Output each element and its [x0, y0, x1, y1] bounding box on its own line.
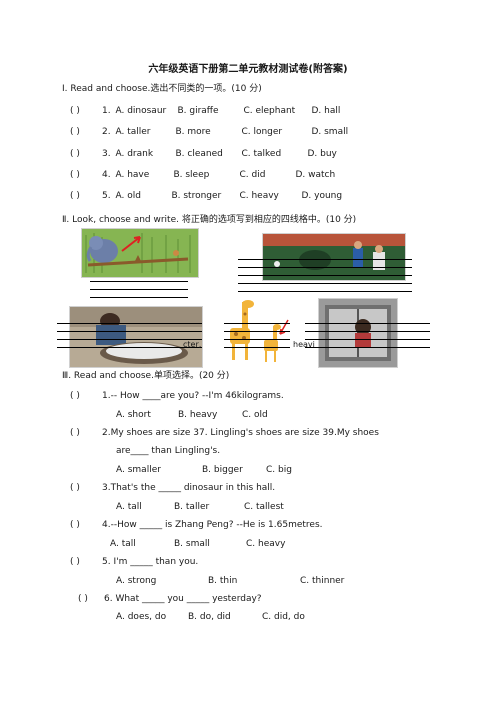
- writing-line: [305, 323, 430, 324]
- writing-line: [238, 275, 412, 276]
- s3-question-2-cont: are____ than Lingling's.: [116, 446, 221, 456]
- writing-line: [224, 331, 290, 332]
- s3-question-3: ( )3.That's the _____ dinosaur in this h…: [70, 483, 276, 493]
- writing-line: [305, 339, 430, 340]
- writing-line: [238, 259, 412, 260]
- giraffes-illustration: [230, 300, 289, 362]
- writing-line: [305, 331, 430, 332]
- writing-line: [305, 347, 430, 348]
- picture-elephant-seesaw: [81, 228, 199, 278]
- soccer-illustration: [263, 234, 405, 280]
- writing-line: [57, 331, 202, 332]
- section2-heading: Ⅱ. Look, choose and write. 将正确的选项写到相应的四线…: [62, 215, 357, 225]
- s3-question-6: ( )6. What _____ you _____ yesterday?: [78, 594, 262, 604]
- s3-question-2: ( )2.My shoes are size 37. Lingling's sh…: [70, 428, 379, 438]
- section1-heading: Ⅰ. Read and choose.选出不同类的一项。(10 分): [62, 84, 262, 94]
- writing-line: [90, 289, 188, 290]
- writing-line: [224, 347, 290, 348]
- writing-line: [90, 297, 188, 298]
- section3-heading: Ⅲ. Read and choose.单项选择。(20 分): [62, 371, 230, 381]
- window-illustration: [319, 299, 397, 367]
- partial-word-1: cter,: [183, 340, 202, 349]
- writing-line: [57, 323, 202, 324]
- picture-soccer-players: [262, 233, 406, 281]
- s3-question-1: ( )1.-- How ____are you? --I'm 46kilogra…: [70, 391, 284, 401]
- writing-line: [57, 347, 202, 348]
- s3-question-5: ( )5. I'm _____ than you.: [70, 557, 199, 567]
- washing-illustration: [70, 307, 202, 367]
- picture-person-washing: [69, 306, 203, 368]
- s3-question-4: ( )4.--How _____ is Zhang Peng? --He is …: [70, 520, 323, 530]
- writing-line: [238, 267, 412, 268]
- writing-line: [57, 339, 202, 340]
- writing-line: [224, 323, 290, 324]
- picture-child-window: [318, 298, 398, 368]
- writing-line: [90, 281, 188, 282]
- page-title: 六年级英语下册第二单元教材测试卷(附答案): [148, 64, 348, 75]
- writing-line: [238, 283, 412, 284]
- writing-line: [224, 339, 290, 340]
- picture-giraffes: [218, 298, 293, 366]
- elephant-seesaw-illustration: [82, 229, 198, 277]
- partial-word-2: heavi: [293, 340, 315, 349]
- writing-line: [238, 291, 412, 292]
